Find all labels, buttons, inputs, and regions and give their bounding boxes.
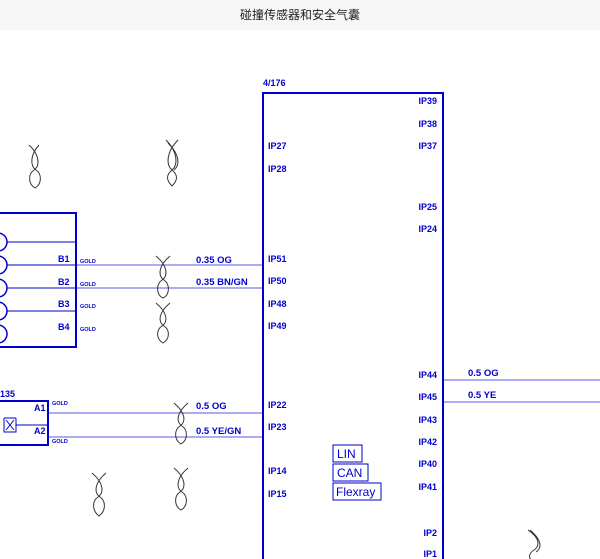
pin-ip50: IP50 <box>268 276 287 286</box>
twisted-pair-icon <box>155 302 171 344</box>
bus-labels: LIN CAN Flexray <box>332 444 382 501</box>
wire-label-ip50: 0.35 BN/GN <box>196 277 248 288</box>
pin-ip15: IP15 <box>268 489 287 499</box>
wire-label-ip22: 0.5 OG <box>196 401 227 412</box>
gold-label-b3: GOLD <box>80 304 96 310</box>
sensor-pin-b2: B2 <box>58 277 70 287</box>
gold-label-a1: GOLD <box>52 401 68 407</box>
wire-labels: 0.35 OG 0.35 BN/GN 0.5 OG 0.5 YE/GN 0.5 … <box>196 255 499 437</box>
pin-ip40: IP40 <box>418 459 437 469</box>
pin-ip38: IP38 <box>418 119 437 129</box>
twisted-pair-icon <box>173 402 189 445</box>
control-module-label: 4/176 <box>263 78 286 88</box>
wire-label-ip23: 0.5 YE/GN <box>196 426 241 437</box>
pin-ip28: IP28 <box>268 164 287 174</box>
crash-sensor-box <box>0 212 77 348</box>
twisted-pair-icon <box>173 467 189 511</box>
gold-label-b4: GOLD <box>80 327 96 333</box>
pin-ip14: IP14 <box>268 466 287 476</box>
twisted-pair-icon <box>91 472 107 517</box>
pin-ip45: IP45 <box>418 392 437 402</box>
pin-ip49: IP49 <box>268 321 287 331</box>
pin-ip1: IP1 <box>423 549 437 559</box>
twisted-pair-icon <box>167 142 179 171</box>
lin-label: LIN <box>337 447 356 461</box>
page-title: 碰撞传感器和安全气囊 <box>239 8 360 22</box>
airbag-connector: 135 A1 A2 GOLD GOLD <box>0 389 68 446</box>
sensor-pin-b1: B1 <box>58 254 70 264</box>
pin-ip43: IP43 <box>418 415 437 425</box>
module-left-pins: IP27 IP28 IP51 IP50 IP48 IP49 IP22 IP23 … <box>268 141 287 499</box>
can-box <box>332 463 369 482</box>
pin-ip27: IP27 <box>268 141 287 151</box>
flexray-label: Flexray <box>336 485 375 499</box>
flexray-box <box>332 482 382 501</box>
twisted-pair-icon <box>165 139 179 187</box>
pin-ip42: IP42 <box>418 437 437 447</box>
pin-ip25: IP25 <box>418 202 437 212</box>
pin-ip41: IP41 <box>418 482 437 492</box>
pin-ip48: IP48 <box>268 299 287 309</box>
control-module-box <box>262 92 444 559</box>
sensor-pin-b4: B4 <box>58 322 70 332</box>
wire-label-ip44: 0.5 OG <box>468 368 499 379</box>
twisted-pair-icon <box>155 255 171 299</box>
airbag-label: 135 <box>0 389 15 399</box>
gold-label-a2: GOLD <box>52 439 68 445</box>
pin-ip2: IP2 <box>423 528 437 538</box>
can-label: CAN <box>337 466 362 480</box>
module-right-pins: IP39 IP38 IP37 IP25 IP24 IP44 IP45 IP43 … <box>418 96 437 559</box>
pin-ip37: IP37 <box>418 141 437 151</box>
sensor-pin-b3: B3 <box>58 299 70 309</box>
title-bar: 碰撞传感器和安全气囊 <box>0 0 600 30</box>
twisted-pair-symbols <box>28 139 541 559</box>
pin-ip39: IP39 <box>418 96 437 106</box>
twisted-pair-icon <box>28 144 41 189</box>
airbag-pin-a1: A1 <box>34 403 46 413</box>
gold-label-b1: GOLD <box>80 259 96 265</box>
pin-ip23: IP23 <box>268 422 287 432</box>
pin-ip24: IP24 <box>418 224 437 234</box>
lin-box <box>332 444 363 463</box>
airbag-squib <box>3 417 17 433</box>
pin-ip44: IP44 <box>418 370 437 380</box>
twisted-pair-icon <box>527 529 541 559</box>
crash-sensor: B1 B2 B3 B4 GOLD GOLD GOLD GOLD <box>0 212 96 348</box>
airbag-pin-a2: A2 <box>34 426 46 436</box>
wire-label-ip45: 0.5 YE <box>468 390 496 401</box>
pin-ip22: IP22 <box>268 400 287 410</box>
wire-label-ip51: 0.35 OG <box>196 255 232 266</box>
wire-lines <box>0 241 600 438</box>
pin-ip51: IP51 <box>268 254 287 264</box>
gold-label-b2: GOLD <box>80 282 96 288</box>
